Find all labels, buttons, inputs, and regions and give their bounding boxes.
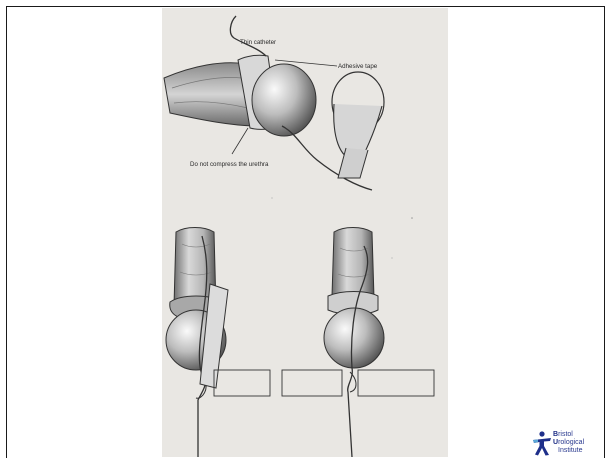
top-drawing: Thin catheter Adhesive tape Do not compr… [164,16,384,190]
label-thin-catheter: Thin catheter [240,39,276,46]
catheter-taping-illustration: Thin catheter Adhesive tape Do not compr… [162,8,448,457]
logo-line-1: Bristol [553,431,584,439]
illustration-plate: Thin catheter Adhesive tape Do not compr… [162,8,448,457]
logo-wordmark: Bristol Urological Institute [553,431,584,455]
bottom-left-drawing [166,228,270,458]
label-adhesive-tape: Adhesive tape [338,63,378,70]
logo-figure-icon [532,430,552,456]
bottom-right-drawing [282,228,434,458]
logo-line-2: Urological [553,439,584,447]
logo-line-3: Institute [553,447,584,455]
label-do-not-compress: Do not compress the urethra [190,161,269,168]
bristol-urological-institute-logo: Bristol Urological Institute [532,428,604,458]
